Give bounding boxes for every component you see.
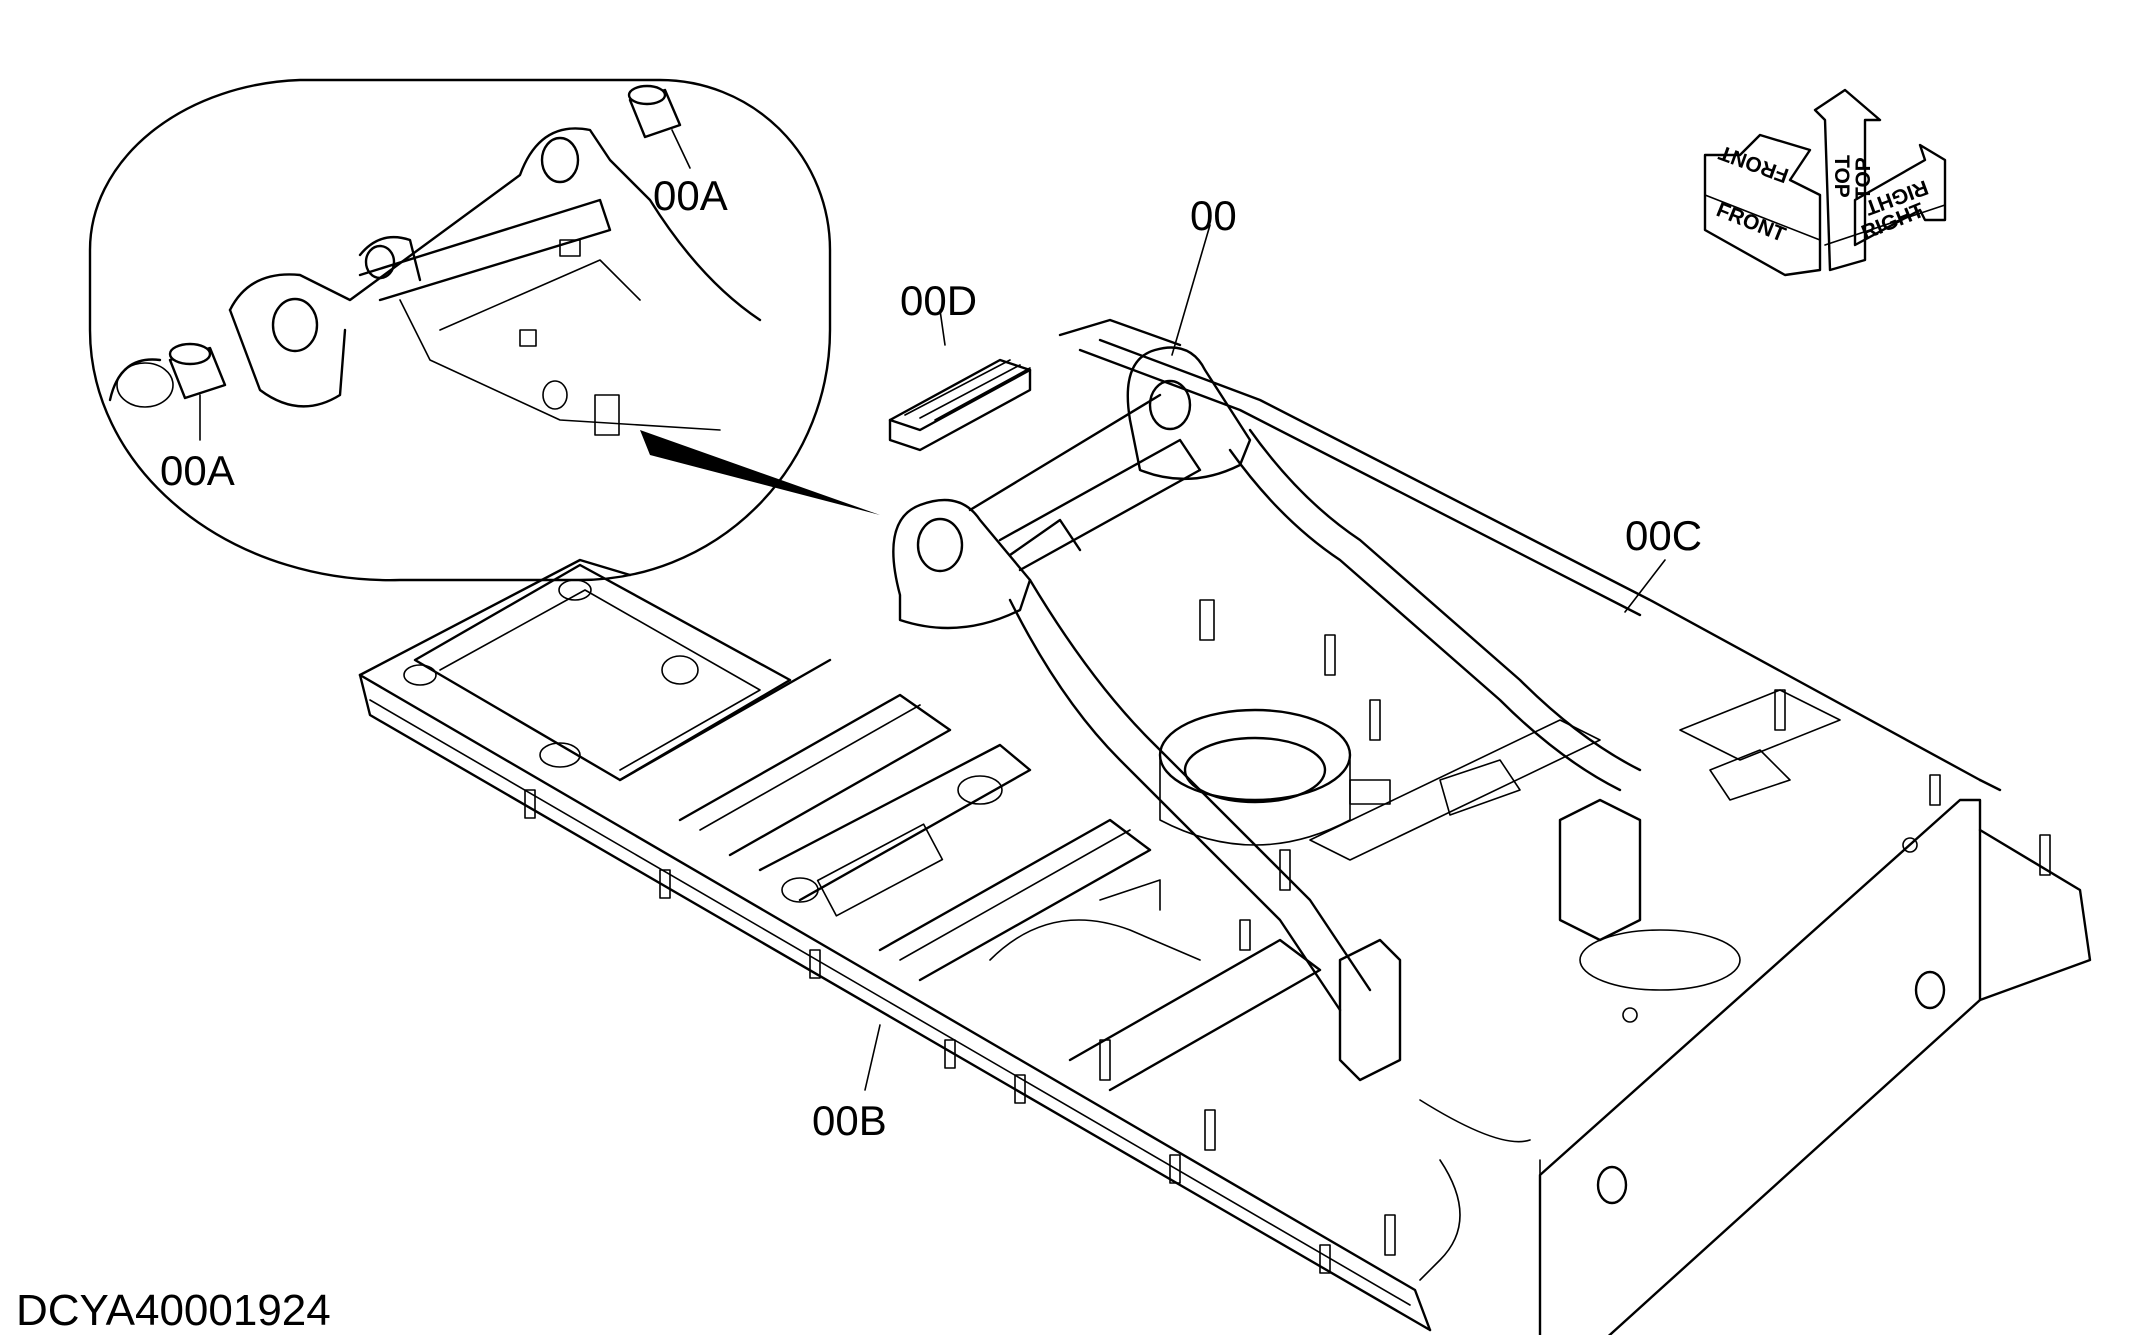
bushing-upper-part	[627, 84, 682, 139]
document-id: DCYA40001924	[16, 1286, 331, 1335]
callout-main: 00	[1190, 192, 1237, 239]
callout-side-right: 00C	[1625, 512, 1702, 559]
direction-top-mirror-label: TOP	[1852, 157, 1875, 200]
leader-side-right	[1624, 559, 1666, 613]
direction-top-label: TOP	[1830, 155, 1853, 198]
bushing-lower-part	[168, 342, 227, 400]
leader-step	[939, 309, 946, 346]
orientation-indicator: FRONT FRONT TOP TOP RIGHT RIGHT	[1703, 88, 1947, 277]
step-part	[888, 318, 1182, 452]
upper-frame	[358, 224, 2092, 1335]
direction-front-mirror-label: FRONT	[1716, 141, 1792, 187]
callout-step: 00D	[900, 277, 977, 324]
callout-bushing-upper: 00A	[653, 172, 728, 219]
detail-pointer	[640, 430, 880, 515]
callout-bushing-lower: 00A	[160, 447, 235, 494]
callout-side-left: 00B	[812, 1097, 887, 1144]
leader-main	[1171, 224, 1211, 356]
detail-bubble	[88, 78, 880, 582]
leader-side-left	[864, 1024, 881, 1091]
direction-front-label: FRONT	[1713, 198, 1789, 246]
